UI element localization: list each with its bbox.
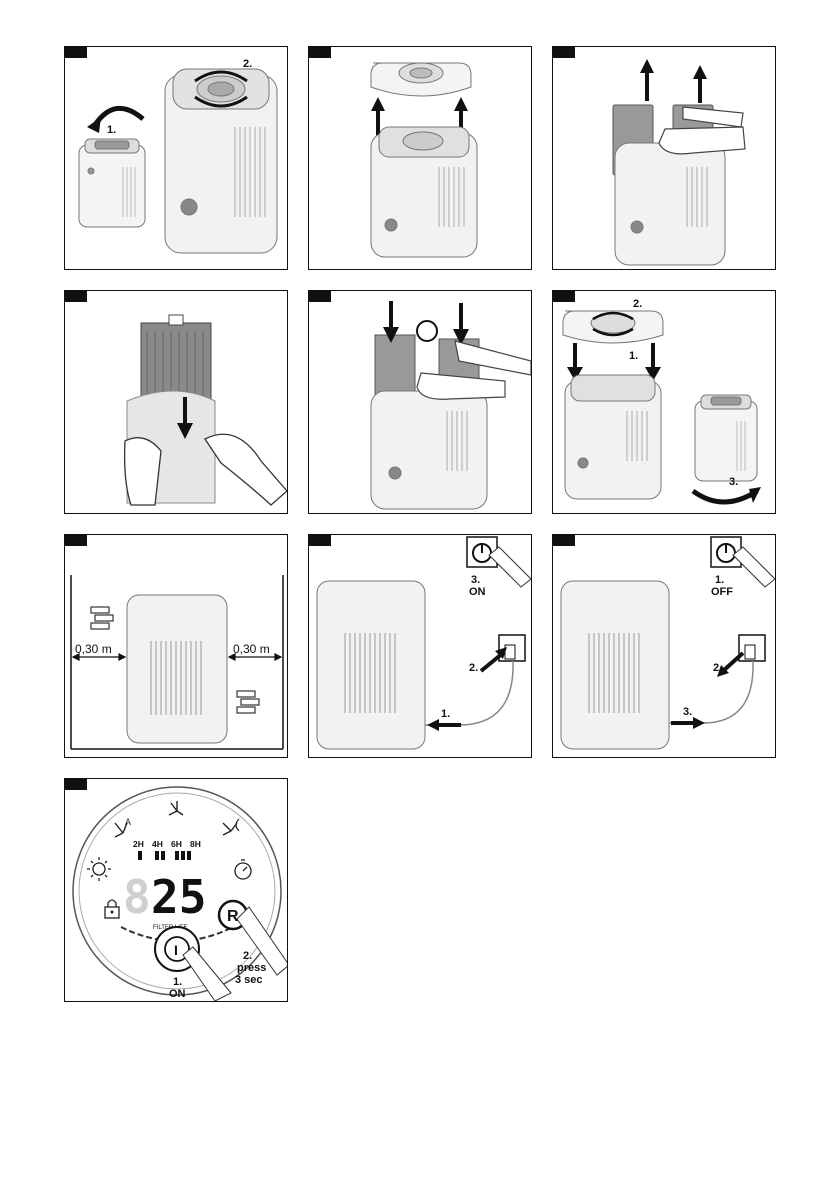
panel-2-lift-cover: [308, 46, 532, 270]
step-2-label: 2.: [243, 950, 252, 962]
alignment-circle-icon: [417, 321, 437, 341]
panel-8-power-on: 3. ON 2. 1.: [308, 534, 532, 758]
large-purifier: [165, 69, 277, 253]
step-1-label: 1.: [715, 574, 724, 586]
step-3-label: 3.: [683, 706, 692, 718]
purifier-body: [565, 375, 661, 499]
panel-3-illustration: [553, 47, 776, 270]
timer-6h: 6H: [171, 839, 182, 849]
panel-6-replace-cover: 2. 1. 3.: [552, 290, 776, 514]
panel-2-illustration: [309, 47, 532, 270]
up-arrows-icon: [640, 59, 707, 103]
step-1-label: 1.: [629, 350, 638, 362]
panel-9-illustration: 1. OFF 2. 3.: [553, 535, 776, 758]
panel-3-remove-filters: [552, 46, 776, 270]
rotate-arrow-icon: [95, 108, 143, 125]
timer-2h: 2H: [133, 839, 144, 849]
panel-5-illustration: [309, 291, 532, 514]
off-label: OFF: [711, 586, 733, 598]
cover-lid: [563, 311, 663, 343]
panel-9-power-off: 1. OFF 2. 3.: [552, 534, 776, 758]
purifier-front: [317, 581, 425, 749]
panel-1-illustration: 1. 2.: [65, 47, 288, 270]
timer-8h: 8H: [190, 839, 201, 849]
cord-arrow-icon: [671, 717, 705, 729]
small-purifier: [79, 139, 145, 227]
rotate-arrow-icon: [693, 491, 757, 502]
panel-6-illustration: 2. 1. 3.: [553, 291, 776, 514]
step-1-label: 1.: [107, 124, 116, 136]
duration-label: 3 sec: [235, 974, 263, 986]
svg-text:A: A: [125, 817, 131, 827]
panel-10-filter-reset: A 2H 4H 6H 8H 8 25 FILTER L: [64, 778, 288, 1002]
step-2-label: 2.: [469, 662, 478, 674]
small-purifier: [695, 395, 757, 481]
panel-4-clean-filter: [64, 290, 288, 514]
power-cord: [669, 661, 753, 723]
panel-5-insert-filters: [308, 290, 532, 514]
purifier-body: [371, 127, 477, 257]
panel-8-illustration: 3. ON 2. 1.: [309, 535, 532, 758]
step-3-label: 3.: [729, 476, 738, 488]
press-label: press: [237, 962, 266, 974]
step-2-label: 2.: [633, 298, 642, 310]
power-symbol: I: [174, 942, 178, 958]
panel-10-control-panel: A 2H 4H 6H 8H 8 25 FILTER L: [65, 779, 288, 1002]
on-label: ON: [469, 586, 486, 598]
panel-1-remove-cover: 1. 2.: [64, 46, 288, 270]
wall-socket-icon: [739, 635, 765, 661]
reset-symbol: R: [227, 908, 239, 925]
step-3-label: 3.: [471, 574, 480, 586]
step-1-label: 1.: [173, 976, 182, 988]
panel-4-illustration: [65, 291, 288, 514]
step-2-label: 2.: [243, 58, 252, 70]
panel-7-illustration: 0,30 m 0,30 m: [65, 535, 288, 758]
purifier-front: [561, 581, 669, 749]
right-distance-label: 0,30 m: [233, 642, 270, 656]
display-ghost-digit: 8: [123, 870, 151, 924]
panel-7-placement-distance: 0,30 m 0,30 m: [64, 534, 288, 758]
display-value: 25: [151, 870, 206, 924]
purifier-front: [127, 595, 227, 743]
purifier-body: [615, 143, 725, 265]
cord-arrow-icon: [427, 719, 461, 731]
left-distance-label: 0,30 m: [75, 642, 112, 656]
step-1-label: 1.: [441, 708, 450, 720]
purifier-body: [371, 391, 487, 509]
step-2-label: 2.: [713, 662, 722, 674]
cover-lid: [371, 63, 471, 96]
hand-icon: [659, 107, 745, 154]
on-label: ON: [169, 988, 186, 1000]
timer-4h: 4H: [152, 839, 163, 849]
